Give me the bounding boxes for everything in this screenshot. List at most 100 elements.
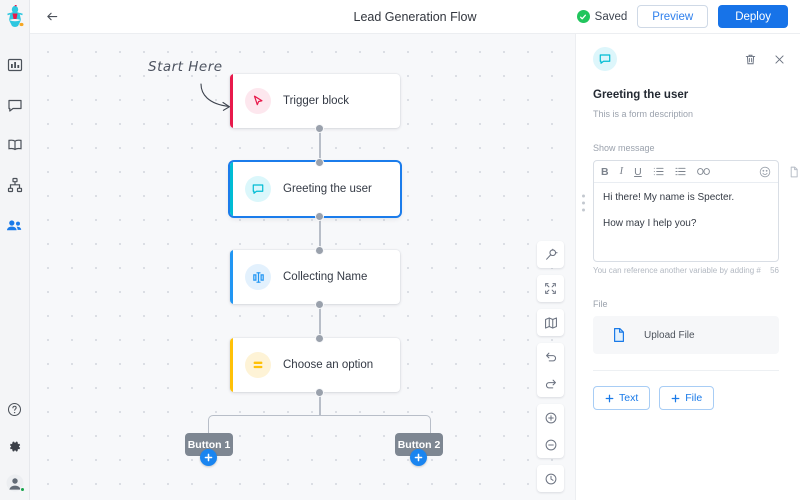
app-logo[interactable] — [0, 0, 30, 34]
node-accent-bar — [230, 74, 233, 128]
edge-collecting-option — [319, 304, 321, 336]
copy-icon[interactable] — [788, 166, 799, 182]
add-node-button-2[interactable] — [410, 449, 427, 466]
node-connector-dot[interactable] — [315, 388, 324, 397]
plus-icon — [605, 394, 614, 402]
header-actions: Saved Preview Deploy — [576, 5, 800, 28]
left-sidebar — [0, 0, 30, 500]
flow-node-collecting-name[interactable]: Collecting Name — [230, 250, 400, 304]
avatar[interactable] — [6, 474, 25, 492]
sidebar-item-knowledge-base[interactable] — [6, 136, 24, 154]
clock-icon[interactable] — [537, 465, 564, 492]
canvas-tool-group-zoom — [537, 404, 564, 458]
chat-bubble-icon — [593, 47, 617, 71]
cursor-arrow-icon — [245, 88, 271, 114]
character-count: 56 — [770, 266, 779, 275]
flow-button-1[interactable]: Button 1 — [185, 433, 233, 456]
trash-icon[interactable] — [744, 53, 757, 66]
bold-button[interactable]: B — [601, 165, 609, 178]
canvas-tool-group-history — [537, 343, 564, 397]
message-editor[interactable]: B I U — [593, 160, 779, 262]
add-file-button[interactable]: File — [659, 386, 715, 410]
close-icon[interactable] — [773, 53, 786, 66]
sidebar-nav-top — [6, 56, 24, 234]
bullet-list-button[interactable] — [653, 166, 664, 177]
node-label: Choose an option — [283, 359, 374, 371]
plus-circle-icon[interactable] — [537, 404, 564, 431]
help-icon[interactable] — [6, 400, 24, 418]
node-connector-dot[interactable] — [315, 212, 324, 221]
add-text-label: Text — [619, 392, 639, 404]
preview-button[interactable]: Preview — [637, 5, 709, 28]
edge-option-branch — [319, 392, 321, 416]
add-node-button-1[interactable] — [200, 449, 217, 466]
canvas-tool-group-view — [537, 241, 564, 268]
panel-header — [593, 46, 786, 72]
drag-handle-icon[interactable] — [579, 192, 588, 217]
canvas-tool-group-fit — [537, 275, 564, 302]
link-button[interactable] — [696, 167, 710, 176]
node-label: Greeting the user — [283, 183, 372, 195]
sidebar-nav-bottom — [6, 400, 25, 492]
italic-button[interactable]: I — [619, 166, 624, 177]
online-status-dot — [19, 487, 25, 492]
sidebar-item-contacts[interactable] — [6, 216, 24, 234]
fit-screen-icon[interactable] — [537, 275, 564, 302]
sidebar-item-dashboard[interactable] — [6, 56, 24, 74]
top-header: Lead Generation Flow Saved Preview Deplo… — [30, 0, 800, 34]
panel-divider — [593, 370, 779, 371]
node-connector-dot[interactable] — [315, 334, 324, 343]
flow-node-choose-an-option[interactable]: Choose an option — [230, 338, 400, 392]
numbered-list-button[interactable] — [675, 166, 686, 177]
add-text-button[interactable]: Text — [593, 386, 651, 410]
node-label: Collecting Name — [283, 271, 368, 283]
node-connector-dot[interactable] — [315, 246, 324, 255]
node-label: Trigger block — [283, 95, 350, 107]
node-accent-bar — [230, 162, 233, 216]
flow-node-trigger-block[interactable]: Trigger block — [230, 74, 400, 128]
sidebar-item-chat[interactable] — [6, 96, 24, 114]
variable-hint: You can reference another variable by ad… — [593, 266, 761, 275]
node-connector-dot[interactable] — [315, 124, 324, 133]
edge-trigger-greeting — [319, 128, 321, 160]
node-accent-bar — [230, 250, 233, 304]
deploy-button[interactable]: Deploy — [718, 5, 788, 28]
node-connector-dot[interactable] — [315, 300, 324, 309]
magic-wand-icon[interactable] — [537, 241, 564, 268]
branch-connector — [208, 415, 431, 443]
node-accent-bar — [230, 338, 233, 392]
emoji-button[interactable] — [759, 166, 771, 178]
start-arrow-icon — [198, 82, 243, 119]
option-list-icon — [245, 352, 271, 378]
flow-canvas[interactable]: Start Here Trigger block — [30, 34, 575, 500]
flow-button-2[interactable]: Button 2 — [395, 433, 443, 456]
panel-description: This is a form description — [593, 109, 694, 119]
redo-icon[interactable] — [537, 370, 564, 397]
upload-file-dropzone[interactable]: Upload File — [593, 316, 779, 354]
sidebar-item-flows[interactable] — [6, 176, 24, 194]
canvas-tool-group-map — [537, 309, 564, 336]
message-line-1: Hi there! My name is Specter. — [603, 192, 735, 203]
start-here-annotation: Start Here — [148, 59, 223, 75]
message-block: B I U — [582, 160, 798, 275]
plus-icon — [671, 394, 680, 402]
undo-icon[interactable] — [537, 343, 564, 370]
underline-button[interactable]: U — [634, 165, 642, 178]
flow-node-greeting-the-user[interactable]: Greeting the user — [230, 162, 400, 216]
editor-toolbar: B I U — [594, 161, 778, 183]
add-file-label: File — [685, 392, 703, 404]
save-status: Saved — [576, 10, 628, 23]
show-message-label: Show message — [593, 143, 655, 153]
message-text-area[interactable]: Hi there! My name is Specter. How may I … — [594, 183, 778, 261]
minus-circle-icon[interactable] — [537, 431, 564, 458]
check-circle-icon — [576, 10, 590, 23]
save-status-label: Saved — [594, 10, 628, 23]
back-button[interactable] — [39, 4, 65, 30]
map-icon[interactable] — [537, 309, 564, 336]
input-field-icon — [245, 264, 271, 290]
editor-footer: You can reference another variable by ad… — [593, 266, 779, 275]
panel-actions — [744, 53, 786, 66]
gear-icon[interactable] — [6, 437, 24, 455]
node-connector-dot[interactable] — [315, 158, 324, 167]
